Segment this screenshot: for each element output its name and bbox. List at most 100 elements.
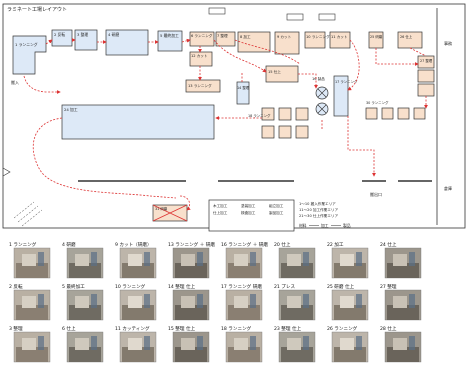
photo-machine (75, 296, 89, 308)
photo-worker (303, 336, 309, 350)
photo-label: 18 ランニング (221, 325, 252, 332)
machine-m16-label: 16 製品 (312, 76, 325, 81)
photo-worker (144, 336, 150, 350)
machine-m10-label: 10 ランニング (306, 34, 330, 39)
photo-machine (22, 338, 36, 350)
photo-worker (409, 294, 415, 308)
photo-tile: 15 整理 仕上 (168, 325, 210, 363)
photo-worker (303, 252, 309, 266)
photo-machine (234, 254, 248, 266)
photo-label: 9 カット（研磨） (115, 241, 152, 248)
photo-machine (234, 296, 248, 308)
machine-m1-label: 1 ランニング (15, 42, 38, 47)
photo-machine (393, 338, 407, 350)
photo-machine (75, 254, 89, 266)
photo-label: 4 研磨 (62, 241, 76, 248)
photo-label: 6 仕上 (62, 325, 76, 332)
photo-tile: 6 仕上 (62, 325, 104, 363)
photo-floor (334, 305, 366, 320)
photo-label: 2 反転 (9, 283, 23, 290)
photo-machine (181, 338, 195, 350)
machine-m2-label: 2 反転 (54, 32, 65, 37)
machine-m27-label: 27 整理 (420, 58, 433, 63)
flow-path-16 (347, 116, 376, 177)
photo-tile: 14 整理 仕上 (168, 283, 210, 321)
machine-m17 (333, 75, 349, 117)
photo-floor (16, 347, 48, 362)
photo-machine (181, 296, 195, 308)
photo-floor (281, 263, 313, 278)
photo-label: 27 整理 (380, 283, 397, 290)
photo-label: 28 仕上 (380, 325, 397, 332)
machine-m31-label: 31 研磨 (155, 206, 168, 211)
machine-m30-label: 30 ランニング (366, 100, 389, 105)
legend-item: 組立加工 (269, 203, 284, 208)
machine-m8 (237, 31, 271, 53)
flow-path-20 (179, 195, 191, 211)
photo-worker (91, 336, 97, 350)
photo-tile: 16 ランニング ＋ 研磨 (221, 241, 268, 279)
photo-machine (393, 254, 407, 266)
machine-m10 (304, 31, 326, 49)
door-marks (13, 201, 43, 227)
legend-note: 21～30 仕上作業エリア (299, 213, 338, 218)
photo-machine (340, 254, 354, 266)
machine-m22 (278, 125, 292, 139)
photo-label: 13 ランニング ＋ 研磨 (168, 241, 215, 248)
flow-path-11 (298, 73, 318, 89)
photo-tile: 13 ランニング ＋ 研磨 (168, 241, 215, 279)
photo-floor (387, 347, 419, 362)
photo-tile: 9 カット（研磨） (115, 241, 157, 279)
machine-m4-label: 4 研磨 (108, 32, 119, 37)
photo-worker (197, 294, 203, 308)
photo-worker (250, 252, 256, 266)
machine-m3-label: 3 整理 (77, 32, 88, 37)
machine-m23 (295, 125, 309, 139)
photo-floor (175, 305, 207, 320)
photo-floor (69, 347, 101, 362)
legend-box (208, 199, 295, 232)
photo-machine (128, 338, 142, 350)
machine-m21 (261, 125, 275, 139)
top-box-1 (208, 7, 226, 15)
photo-label: 1 ランニング (9, 241, 37, 248)
photo-worker (356, 252, 362, 266)
photo-tile: 18 ランニング (221, 325, 263, 363)
machine-m17-label: 17 ランニング (335, 79, 358, 84)
photo-machine (22, 254, 36, 266)
machine-m1 (12, 35, 47, 75)
machine-m9 (274, 31, 300, 55)
photo-tile: 27 整理 (380, 283, 422, 321)
machine-m31-cross (152, 204, 188, 222)
machine-m6-label: 6 ランニング (191, 33, 213, 38)
machine-m15-label: 15 仕上 (268, 69, 281, 74)
photo-label: 26 ランニング (327, 325, 358, 332)
flow-path-6 (181, 38, 191, 43)
legend-item: 製品加工 (269, 210, 284, 215)
photo-machine (340, 338, 354, 350)
photo-floor (122, 347, 154, 362)
machine-m11-label: 11 カット (331, 34, 348, 39)
machine-m28 (417, 69, 435, 83)
flow-path-13 (375, 48, 419, 66)
flow-path-12 (347, 39, 360, 91)
photo-floor (69, 263, 101, 278)
photo-floor (387, 263, 419, 278)
legend-note: 11～20 加工作業エリア (299, 207, 338, 212)
photo-worker (197, 252, 203, 266)
entrance-label: 搬入 (11, 79, 19, 85)
photo-tile: 21 プレス (274, 284, 316, 321)
photo-worker (356, 336, 362, 350)
flow-path-19 (32, 117, 177, 199)
photo-machine (75, 338, 89, 350)
photo-worker (250, 294, 256, 308)
photo-tile: 22 加工 (327, 241, 369, 279)
photo-floor (16, 305, 48, 320)
photo-floor (122, 263, 154, 278)
photo-label: 14 整理 仕上 (168, 283, 196, 290)
photo-floor (69, 305, 101, 320)
machine-m30d (413, 107, 426, 120)
photo-worker (250, 336, 256, 350)
